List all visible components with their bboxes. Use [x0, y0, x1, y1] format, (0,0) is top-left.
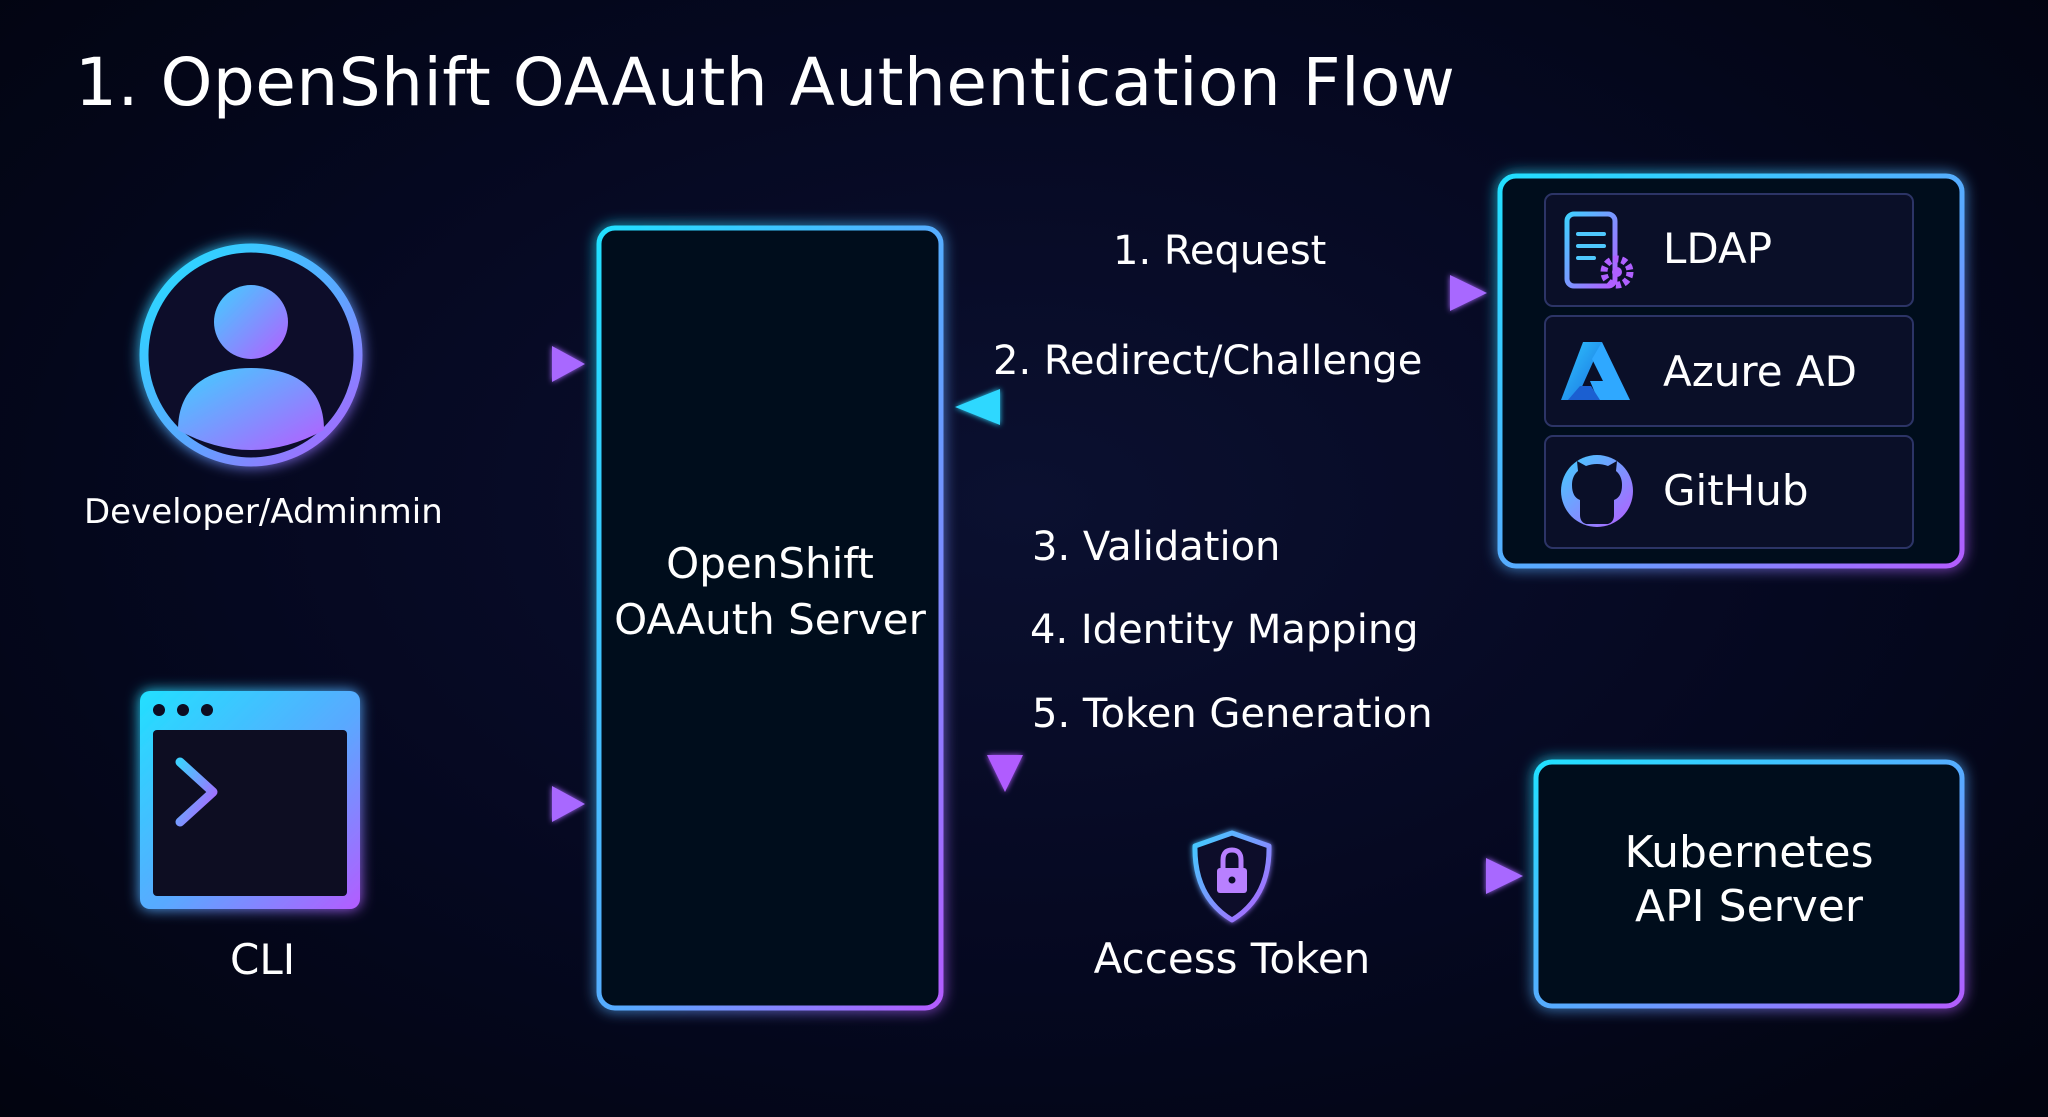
token-generation-label: 5. Token Generation [1032, 691, 1433, 737]
lock-shield-icon [1192, 830, 1272, 923]
request-arrow [955, 275, 1487, 311]
oauth-server-label-line2: OAAuth Server [614, 595, 926, 644]
access-token-label: Access Token [1093, 934, 1371, 983]
developer-to-server-arrow [380, 346, 585, 382]
oauth-server-label: OpenShift OAAuth Server [599, 536, 941, 648]
provider-label-ldap: LDAP [1663, 224, 1773, 273]
azure-logo-icon [1561, 342, 1630, 400]
kubernetes-label: Kubernetes API Server [1536, 826, 1962, 934]
oauth-server-box [596, 225, 944, 1011]
request-label: 1. Request [1113, 228, 1327, 274]
cli-to-server-arrow [380, 786, 585, 822]
diagram-title: 1. OpenShift OAAuth Authentication Flow [75, 44, 1456, 121]
provider-card-azure[interactable] [1544, 315, 1914, 427]
user-avatar-icon [139, 243, 363, 467]
processing-arrow [987, 490, 1023, 792]
kubernetes-api-server-box [1533, 759, 1965, 1009]
terminal-window-icon [140, 691, 360, 909]
validation-label: 3. Validation [1032, 524, 1281, 570]
kubernetes-label-line1: Kubernetes [1624, 827, 1874, 878]
redirect-arrow [955, 389, 1486, 425]
developer-label: Developer/Adminmin [84, 492, 443, 532]
cli-label: CLI [230, 935, 296, 984]
provider-card-github[interactable] [1544, 435, 1914, 549]
kubernetes-label-line2: API Server [1635, 881, 1863, 932]
oauth-server-label-line1: OpenShift [666, 539, 874, 588]
provider-label-azure: Azure AD [1663, 347, 1858, 396]
ldap-config-document-icon [1564, 211, 1634, 289]
provider-label-github: GitHub [1663, 466, 1809, 515]
github-octocat-icon [1561, 455, 1633, 527]
redirect-label: 2. Redirect/Challenge [993, 338, 1423, 384]
provider-card-ldap[interactable] [1544, 193, 1914, 307]
identity-mapping-label: 4. Identity Mapping [1030, 607, 1419, 653]
